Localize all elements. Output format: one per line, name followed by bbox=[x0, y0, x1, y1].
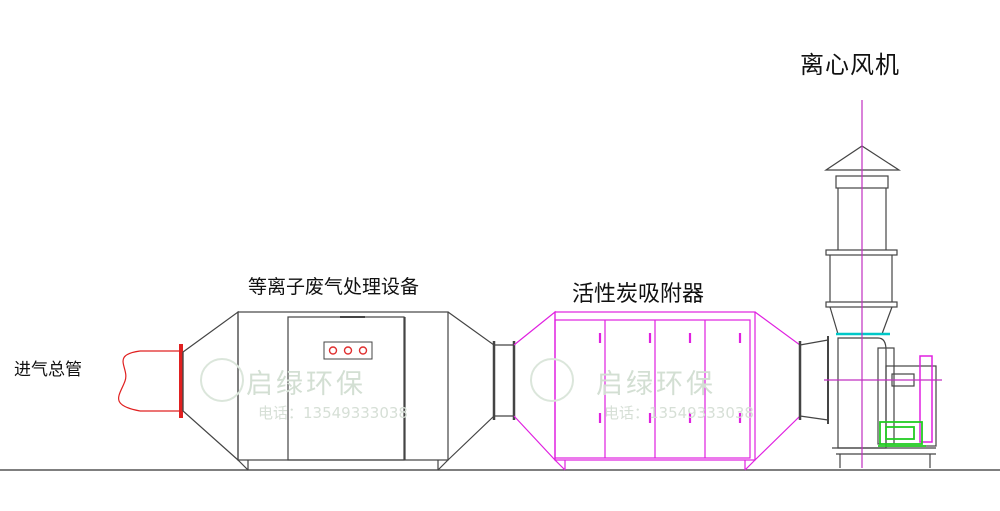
inlet-duct-label: 进气总管 bbox=[14, 360, 82, 380]
fan-guard bbox=[919, 355, 933, 443]
fan-motor bbox=[878, 421, 926, 447]
watermark-logo bbox=[530, 358, 574, 402]
indicator-light bbox=[343, 346, 353, 355]
centrifugal-fan-label: 离心风机 bbox=[800, 51, 900, 79]
control-panel bbox=[323, 341, 373, 360]
plasma-unit bbox=[182, 310, 495, 471]
indicator-light bbox=[358, 346, 368, 355]
watermark-name: 启绿环保 bbox=[596, 369, 716, 400]
inlet-duct bbox=[118, 344, 183, 418]
watermark-logo bbox=[200, 358, 244, 402]
watermark-phone: 电话：13549333038 bbox=[258, 404, 408, 422]
indicator-light bbox=[328, 346, 338, 355]
connector-duct bbox=[798, 336, 829, 424]
carbon-adsorber-label: 活性炭吸附器 bbox=[572, 282, 705, 307]
plasma-unit-label: 等离子废气处理设备 bbox=[248, 276, 420, 298]
connector-duct bbox=[492, 341, 516, 420]
watermark-name: 启绿环保 bbox=[246, 369, 366, 400]
watermark-phone: 电话：13549333038 bbox=[604, 404, 754, 422]
